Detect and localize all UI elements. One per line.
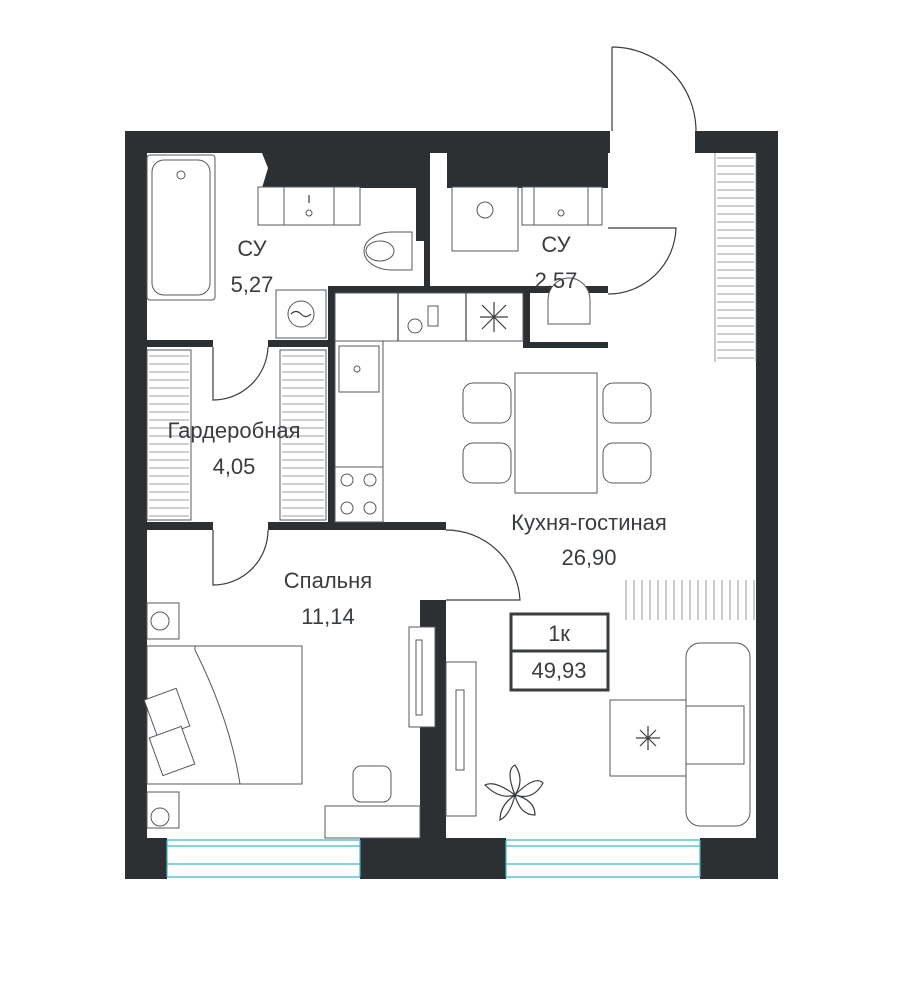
apartment-badge: 1к 49,93 — [509, 612, 610, 692]
lamp-2 — [150, 807, 170, 827]
bath2-fixtures — [451, 186, 603, 325]
right-wall-hatching — [717, 157, 754, 359]
desk-chair — [352, 765, 392, 803]
room-area-bedroom: 11,14 — [301, 604, 354, 629]
pillow-2 — [148, 725, 196, 777]
sink-1 — [283, 186, 335, 226]
living-furniture — [445, 642, 751, 827]
wall-bath1-bottom-b — [268, 340, 330, 347]
room-name-bedroom: Спальня — [284, 568, 372, 593]
wall-bottom-middle — [360, 838, 506, 879]
bath1-niche-inner — [270, 151, 414, 183]
kitchen-units — [334, 292, 524, 523]
wardrobe-shelves — [146, 349, 327, 521]
radiator-hatching — [625, 580, 755, 620]
bedroom-furniture — [143, 602, 436, 839]
wall-bath2-floor — [523, 342, 608, 348]
bed-blanket — [194, 645, 303, 785]
burner-3 — [340, 501, 354, 515]
chair-3 — [602, 382, 652, 424]
wall-bath2-bottom — [330, 286, 608, 293]
room-area-living: 26,90 — [561, 545, 616, 570]
wall-bath2-inner — [523, 286, 530, 348]
tv — [455, 689, 465, 771]
door-bath2 — [607, 227, 677, 295]
living-hatching — [625, 153, 757, 620]
room-name-bath1: СУ — [237, 236, 267, 261]
burner-1 — [340, 473, 354, 487]
sofa-cushion — [685, 705, 745, 765]
window-living — [505, 839, 701, 878]
room-name-bath2: СУ — [541, 232, 571, 257]
dining-table — [514, 372, 598, 494]
bath1-fixtures — [146, 154, 413, 339]
room-name-living: Кухня-гостиная — [511, 510, 667, 535]
extractor-icon — [480, 302, 508, 332]
shower-drain — [476, 201, 494, 219]
windows — [166, 839, 701, 878]
chair-1 — [462, 382, 512, 424]
entrance-door — [611, 46, 697, 132]
chair-2 — [462, 442, 512, 484]
wall-bath2-left — [424, 236, 430, 288]
wall-wardrobe-bottom-a — [147, 522, 213, 530]
badge-room-type: 1к — [548, 621, 570, 646]
wall-bottom-left — [125, 838, 167, 879]
appliance-bottle — [427, 305, 439, 327]
bedroom-tv — [415, 639, 423, 716]
toilet-1-bowl — [365, 240, 395, 262]
plant-icon — [483, 764, 544, 821]
wardrobe-hatching — [149, 355, 324, 517]
doors — [212, 46, 697, 601]
burner-4 — [363, 501, 377, 515]
cooktop — [334, 466, 384, 523]
wall-right — [756, 131, 778, 879]
wall-wardrobe-right — [328, 286, 335, 528]
lamp-1 — [150, 611, 170, 631]
door-bedroom — [445, 529, 521, 601]
shower-tray — [451, 186, 519, 252]
room-area-wardrobe: 4,05 — [213, 454, 256, 479]
wall-left — [125, 131, 147, 879]
burner-2 — [363, 473, 377, 487]
wall-bath1-bottom-a — [147, 340, 213, 347]
room-area-bath2: 2,57 — [535, 268, 578, 293]
bath2-niche-inner — [455, 151, 606, 183]
chair-4 — [602, 442, 652, 484]
appliance-knob — [407, 318, 423, 334]
room-name-wardrobe: Гардеробная — [167, 418, 300, 443]
bathtub-drain — [176, 170, 186, 180]
badge-total-area: 49,93 — [531, 658, 586, 683]
room-labels: СУ 5,27 СУ 2,57 Гардеробная 4,05 Спальня… — [167, 232, 666, 629]
window-bedroom — [166, 839, 361, 878]
desk — [324, 805, 421, 839]
sink-2 — [533, 186, 589, 226]
wall-bottom-right — [700, 838, 778, 879]
wall-wardrobe-bottom-b — [268, 522, 446, 530]
wall-bath-divider — [416, 153, 430, 241]
toilet-2 — [547, 277, 591, 325]
kitchen-sink-drain — [353, 365, 361, 373]
room-area-bath1: 5,27 — [231, 272, 274, 297]
door-wardrobe — [212, 529, 269, 586]
walls — [125, 131, 778, 879]
dining-set — [462, 372, 652, 494]
wall-top-left — [125, 131, 610, 153]
sink-2-drain — [557, 209, 565, 217]
decor-star-icon — [636, 726, 660, 750]
door-bath1 — [212, 346, 269, 401]
sink-1-drain — [305, 209, 313, 217]
bathtub-inner — [151, 159, 211, 296]
